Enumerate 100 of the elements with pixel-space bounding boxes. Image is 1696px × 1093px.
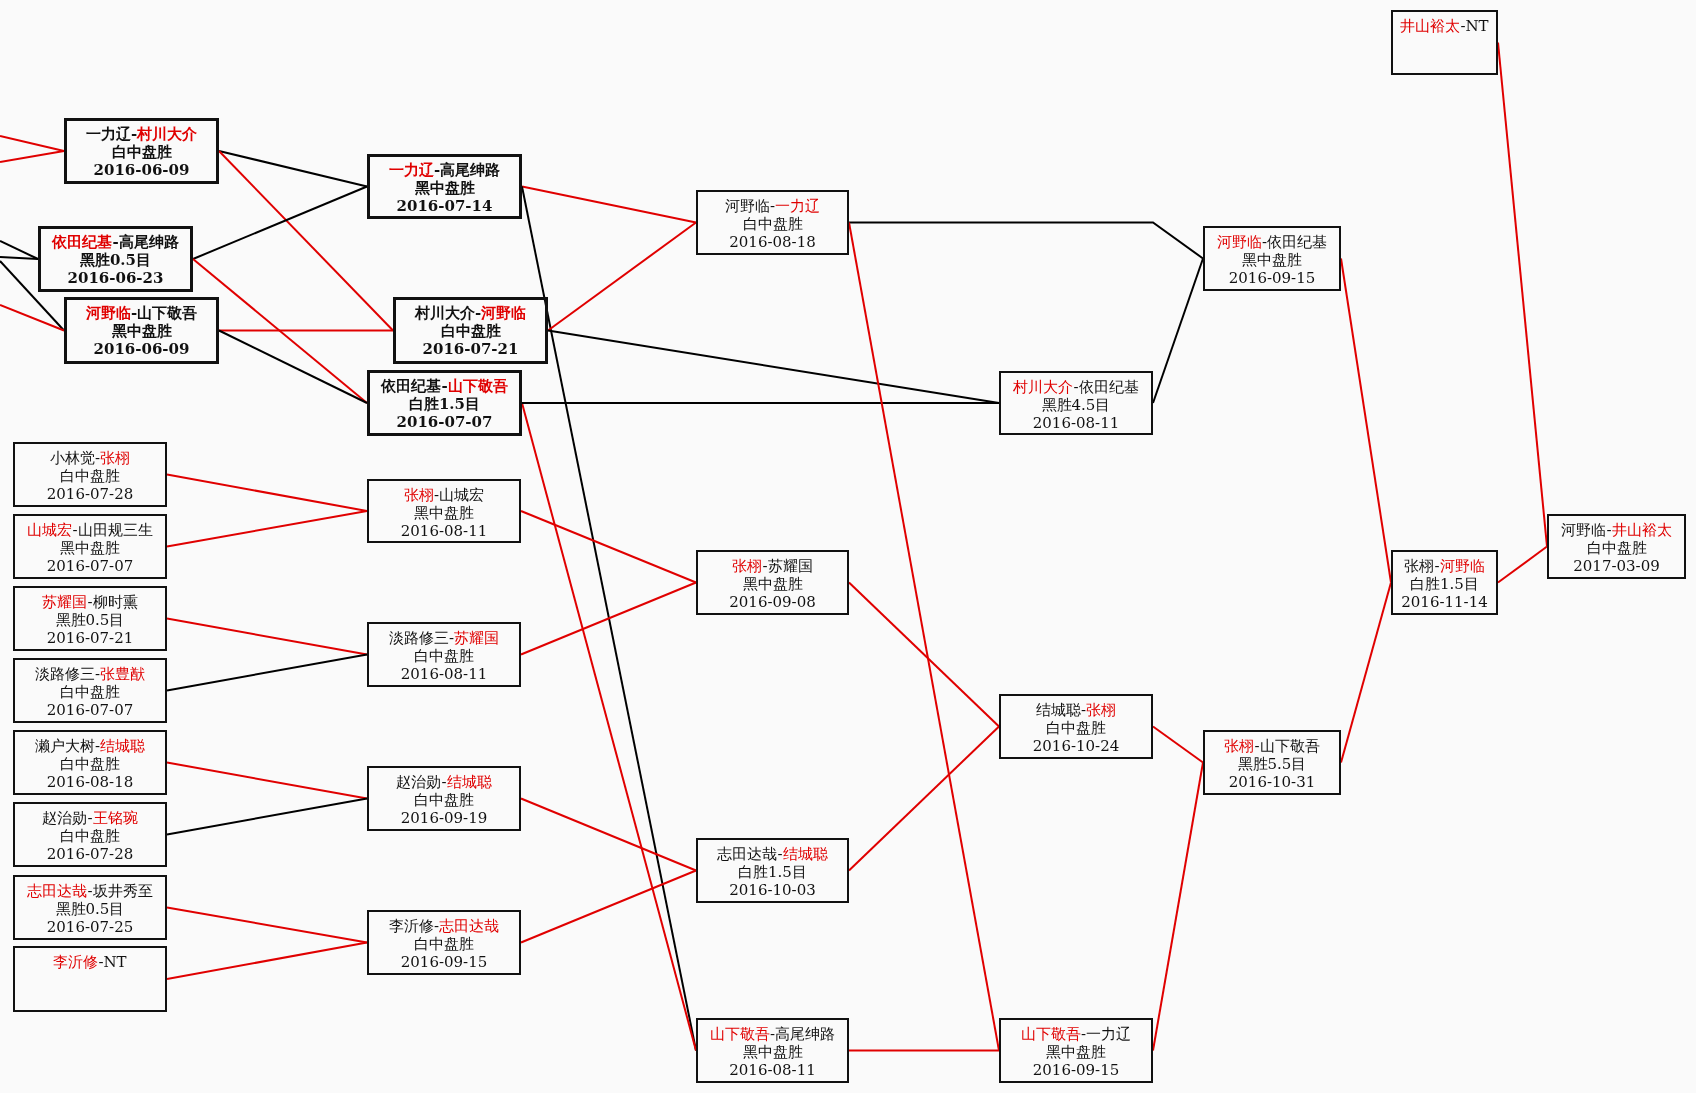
- game-date: 2016-09-15: [1228, 269, 1316, 287]
- game-result: 黑中盘胜: [60, 539, 120, 557]
- player-names: 河野临-山下敬吾: [85, 304, 198, 322]
- bracket-line: [166, 653, 368, 692]
- bracket-line: [1152, 257, 1204, 404]
- bracket-line: [0, 304, 65, 332]
- match-box: [64, 297, 219, 364]
- match-box: [13, 586, 167, 651]
- bracket-line: [1152, 725, 1204, 764]
- game-result: 白中盘胜: [414, 935, 474, 953]
- player-names: 李沂修-志田达哉: [388, 917, 500, 935]
- bracket-line: [1340, 581, 1392, 764]
- player-names: 李沂修-NT: [53, 953, 127, 971]
- player-names: 志田达哉-结城聪: [717, 845, 828, 863]
- game-result: 白胜1.5目: [408, 395, 481, 413]
- game-result: 白中盘胜: [111, 143, 172, 161]
- game-result: 黑中盘胜: [1242, 251, 1302, 269]
- player-names: 志田达哉-坂井秀至: [27, 882, 153, 900]
- game-result: 白中盘胜: [1586, 539, 1647, 557]
- match-box: [1391, 550, 1498, 615]
- bracket-line: [166, 617, 368, 656]
- match-box: [393, 297, 548, 364]
- match-box: [1547, 514, 1686, 579]
- match-box: [13, 658, 167, 723]
- game-result: 黑中盘胜: [414, 504, 474, 522]
- game-date: 2016-07-14: [396, 197, 493, 215]
- player-names: 村川大介-河野临: [414, 304, 527, 322]
- player-names: 张栩-山城宏: [403, 486, 485, 504]
- game-date: 2016-07-07: [396, 413, 493, 431]
- game-date: 2016-08-18: [46, 773, 134, 791]
- bracket-line: [218, 150, 394, 332]
- game-date: 2016-07-21: [422, 340, 519, 358]
- game-date: 2016-07-28: [46, 845, 134, 863]
- game-date: 2016-09-15: [400, 953, 488, 971]
- match-box: [13, 946, 167, 1012]
- player-names: 一力辽-村川大介: [85, 125, 198, 143]
- player-names: 河野临-依田纪基: [1216, 233, 1328, 251]
- player-names: 赵治勋-王铭琬: [42, 809, 138, 827]
- match-box: [696, 1018, 849, 1083]
- game-result: 白中盘胜: [440, 322, 501, 340]
- bracket-line: [166, 797, 368, 836]
- bracket-line: [848, 725, 1000, 872]
- player-names: 濑户大树-结城聪: [34, 737, 146, 755]
- game-date: 2016-08-18: [729, 233, 816, 251]
- match-box: [13, 442, 167, 507]
- bracket-line: [218, 329, 368, 404]
- game-result: 白中盘胜: [414, 791, 474, 809]
- bracket-line: [0, 260, 65, 332]
- bracket-line: [520, 581, 697, 656]
- bracket-line: [218, 150, 368, 188]
- match-box: [696, 190, 849, 255]
- player-names: 山下敬吾-一力辽: [1020, 1025, 1132, 1043]
- bracket-line: [218, 329, 394, 332]
- bracket-line: [1497, 545, 1548, 584]
- player-names: 张栩-苏耀国: [732, 557, 813, 575]
- game-result: 白中盘胜: [742, 215, 803, 233]
- match-box: [64, 118, 219, 184]
- bracket-line: [166, 906, 368, 944]
- game-date: 2016-08-11: [1032, 414, 1120, 432]
- match-box: [367, 622, 521, 687]
- bracket-line: [1152, 761, 1204, 1052]
- game-result: 黑中盘胜: [742, 1043, 803, 1061]
- bracket-line: [848, 581, 1000, 728]
- game-result: 白胜1.5目: [738, 863, 807, 881]
- bracket-line: [192, 258, 368, 404]
- game-result: 黑中盘胜: [1046, 1043, 1106, 1061]
- game-result: 白胜1.5目: [1410, 575, 1479, 593]
- game-result: 黑胜4.5目: [1041, 396, 1111, 414]
- game-result: 黑胜0.5目: [79, 251, 152, 269]
- player-names: 井山裕太-NT: [1400, 17, 1489, 35]
- player-names: 赵治勋-结城聪: [396, 773, 492, 791]
- game-date: 2016-09-08: [729, 593, 816, 611]
- player-names: 山下敬吾-高尾绅路: [709, 1025, 836, 1043]
- bracket-line: [848, 221, 1000, 1052]
- bracket-line: [192, 185, 368, 260]
- bracket-line: [521, 185, 697, 224]
- bracket-line: [520, 869, 697, 944]
- game-date: 2016-07-28: [46, 485, 134, 503]
- match-box: [13, 514, 167, 579]
- player-names: 河野临-一力辽: [724, 197, 821, 215]
- game-date: 2016-07-07: [46, 701, 134, 719]
- game-date: 2016-10-31: [1228, 773, 1316, 791]
- match-box: [38, 226, 193, 292]
- bracket-line: [521, 402, 1000, 404]
- game-result: 黑中盘胜: [414, 179, 475, 197]
- bracket-line: [547, 221, 697, 332]
- player-names: 苏耀国-柳时熏: [42, 593, 138, 611]
- player-names: 村川大介-依田纪基: [1013, 378, 1139, 396]
- player-names: 依田纪基-山下敬吾: [381, 377, 508, 395]
- game-result: 黑胜5.5目: [1237, 755, 1307, 773]
- player-names: 张栩-山下敬吾: [1224, 737, 1320, 755]
- game-date: 2016-07-25: [46, 918, 134, 936]
- game-result: 白中盘胜: [60, 683, 120, 701]
- player-names: 一力辽-高尾绅路: [388, 161, 501, 179]
- game-date: 2016-06-09: [93, 161, 190, 179]
- game-date: 2016-07-21: [46, 629, 134, 647]
- bracket-line: [1340, 257, 1392, 584]
- player-names: 山城宏-山田规三生: [27, 521, 153, 539]
- player-names: 结城聪-张栩: [1035, 701, 1117, 719]
- game-date: 2016-08-11: [400, 665, 488, 683]
